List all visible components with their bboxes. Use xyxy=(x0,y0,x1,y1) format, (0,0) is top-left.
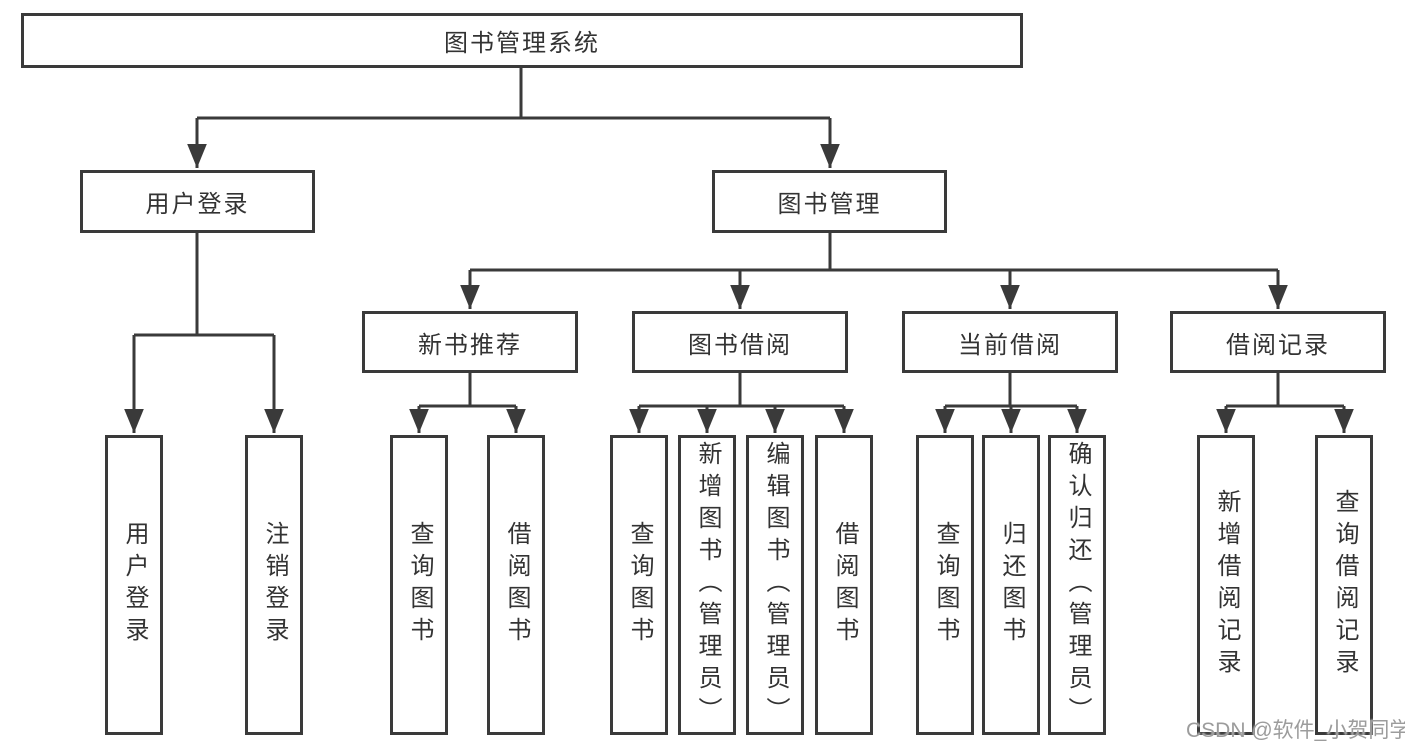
node-leaf-query-book-borrow: 查询图书 xyxy=(610,435,668,735)
node-leaf-add-borrow-record-label: 新增借阅记录 xyxy=(1213,489,1240,681)
connector-book-management xyxy=(470,233,1278,272)
node-leaf-query-borrow-record: 查询借阅记录 xyxy=(1315,435,1373,735)
node-book-management: 图书管理 xyxy=(712,170,947,233)
node-current-borrow-label: 当前借阅 xyxy=(958,331,1062,359)
node-leaf-logout: 注销登录 xyxy=(245,435,303,735)
node-root: 图书管理系统 xyxy=(21,13,1023,68)
node-leaf-add-book-admin: 新增图书（管理员） xyxy=(678,435,736,735)
connector-borrow-records xyxy=(1226,373,1344,408)
node-leaf-confirm-return-admin-label: 确认归还（管理员） xyxy=(1064,441,1091,729)
node-leaf-query-book-recommend: 查询图书 xyxy=(390,435,448,735)
node-user-login-label: 用户登录 xyxy=(145,191,250,218)
node-leaf-logout-label: 注销登录 xyxy=(261,521,288,649)
node-leaf-borrow-book: 借阅图书 xyxy=(815,435,873,735)
node-book-management-label: 图书管理 xyxy=(777,191,882,218)
connector-current-borrow xyxy=(945,373,1077,408)
node-leaf-return-book: 归还图书 xyxy=(982,435,1040,735)
node-leaf-add-borrow-record: 新增借阅记录 xyxy=(1197,435,1255,735)
node-leaf-edit-book-admin: 编辑图书（管理员） xyxy=(746,435,804,735)
node-book-borrow-label: 图书借阅 xyxy=(688,331,792,359)
node-leaf-user-login: 用户登录 xyxy=(105,435,163,735)
connector-user-login xyxy=(134,233,274,337)
node-leaf-borrow-book-recommend: 借阅图书 xyxy=(487,435,545,735)
node-new-book-recommend-label: 新书推荐 xyxy=(418,331,522,359)
node-user-login: 用户登录 xyxy=(80,170,315,233)
node-leaf-query-book-borrow-label: 查询图书 xyxy=(626,521,653,649)
connector-book-borrow xyxy=(639,373,844,408)
node-current-borrow: 当前借阅 xyxy=(902,311,1118,373)
node-leaf-borrow-book-recommend-label: 借阅图书 xyxy=(503,521,530,649)
node-leaf-query-book-current-label: 查询图书 xyxy=(932,521,959,649)
node-root-label: 图书管理系统 xyxy=(444,30,600,57)
node-borrow-records: 借阅记录 xyxy=(1170,311,1386,373)
node-borrow-records-label: 借阅记录 xyxy=(1226,331,1330,359)
node-leaf-user-login-label: 用户登录 xyxy=(121,521,148,649)
node-leaf-query-book-current: 查询图书 xyxy=(916,435,974,735)
csdn-watermark: CSDN @软件_小贺同学 xyxy=(1186,719,1405,742)
connector-new-book-recommend xyxy=(419,373,516,408)
node-leaf-edit-book-admin-label: 编辑图书（管理员） xyxy=(762,441,789,729)
node-leaf-confirm-return-admin: 确认归还（管理员） xyxy=(1048,435,1106,735)
node-new-book-recommend: 新书推荐 xyxy=(362,311,578,373)
node-leaf-query-book-recommend-label: 查询图书 xyxy=(406,521,433,649)
node-book-borrow: 图书借阅 xyxy=(632,311,848,373)
node-leaf-query-borrow-record-label: 查询借阅记录 xyxy=(1331,489,1358,681)
node-leaf-borrow-book-label: 借阅图书 xyxy=(831,521,858,649)
node-leaf-add-book-admin-label: 新增图书（管理员） xyxy=(694,441,721,729)
connector-root xyxy=(197,68,830,120)
node-leaf-return-book-label: 归还图书 xyxy=(998,521,1025,649)
